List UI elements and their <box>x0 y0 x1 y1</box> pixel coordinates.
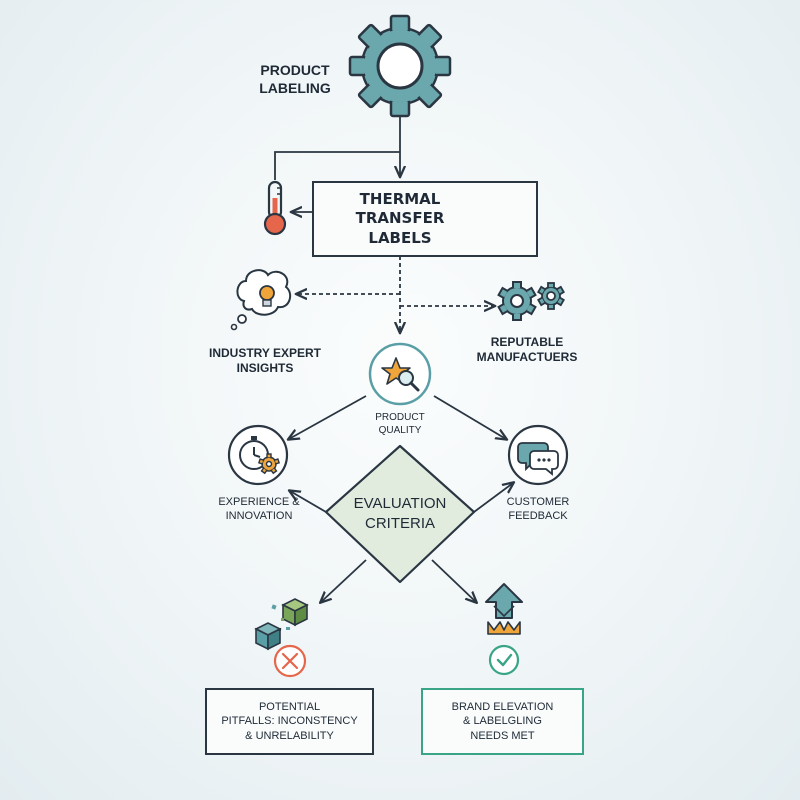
pitfalls-line-2: PITFALLS: INCONSTENCY <box>221 715 358 728</box>
stopwatch-gear-icon <box>227 424 289 486</box>
thermal-transfer-line-1: THERMAL <box>359 189 441 208</box>
thermometer-icon <box>263 180 287 236</box>
experience-line-2: INNOVATION <box>225 509 293 522</box>
reputable-line-2: MANUFACTUERS <box>476 350 578 364</box>
connectors <box>274 115 513 602</box>
broken-cubes-icon <box>254 598 309 651</box>
star-magnifier-icon <box>368 342 432 406</box>
thermal-transfer-label: THERMAL TRANSFER LABELS <box>320 190 480 249</box>
reputable-line-1: REPUTABLE <box>490 335 564 349</box>
arrow-criteria-to-experience <box>290 491 327 513</box>
arrow-branch-to-thermal <box>274 151 400 180</box>
industry-expert-label: INDUSTRY EXPERT INSIGHTS <box>190 346 340 376</box>
product-labeling-label: PRODUCT LABELING <box>232 62 358 97</box>
pitfalls-line-3: & UNRELABILITY <box>245 729 334 742</box>
brand-elevation-label: BRAND ELEVATION & LABELGLING NEEDS MET <box>452 700 554 743</box>
arrow-criteria-to-feedback <box>473 483 513 513</box>
lightbulb-thought-icon <box>230 269 292 331</box>
evaluation-line-2: CRITERIA <box>364 515 435 533</box>
brand-line-3: NEEDS MET <box>470 729 535 742</box>
thermal-transfer-line-2: TRANSFER <box>355 209 445 228</box>
chat-bubbles-icon <box>507 424 569 486</box>
arrow-quality-to-feedback <box>433 395 506 439</box>
brand-line-2: & LABELGLING <box>463 715 542 728</box>
pitfalls-label: POTENTIAL PITFALLS: INCONSTENCY & UNRELA… <box>221 700 357 743</box>
evaluation-line-1: EVALUATION <box>353 495 447 512</box>
customer-feedback-line-1: CUSTOMER <box>506 496 570 508</box>
error-x-icon <box>273 644 307 678</box>
customer-feedback-line-2: FEEDBACK <box>508 509 568 522</box>
pitfalls-line-1: POTENTIAL <box>258 701 321 714</box>
customer-feedback-label: CUSTOMER FEEDBACK <box>488 496 588 524</box>
experience-innovation-label: EXPERIENCE & INNOVATION <box>200 496 318 524</box>
arrow-up-crown-icon <box>485 583 523 635</box>
check-icon <box>488 644 520 676</box>
gear-icon <box>348 14 452 118</box>
thermal-transfer-line-3: LABELS <box>368 228 432 247</box>
brand-elevation-box: BRAND ELEVATION & LABELGLING NEEDS MET <box>421 688 584 755</box>
product-quality-label: PRODUCT QUALITY <box>350 412 450 437</box>
product-quality-line-1: PRODUCT <box>375 412 425 423</box>
arrow-criteria-to-brand <box>431 559 476 602</box>
product-labeling-line-1: PRODUCT <box>260 62 330 78</box>
product-quality-line-2: QUALITY <box>378 424 422 436</box>
experience-line-1: EXPERIENCE & <box>218 496 300 508</box>
pitfalls-box: POTENTIAL PITFALLS: INCONSTENCY & UNRELA… <box>205 688 374 755</box>
thermal-transfer-box: THERMAL TRANSFER LABELS <box>312 181 538 257</box>
industry-expert-line-2: INSIGHTS <box>236 361 294 375</box>
reputable-manufacturers-label: REPUTABLE MANUFACTUERS <box>452 335 602 365</box>
arrow-criteria-to-pitfalls <box>321 559 367 602</box>
evaluation-diamond <box>324 444 476 584</box>
industry-expert-line-1: INDUSTRY EXPERT <box>208 346 322 360</box>
gears-icon <box>497 281 565 321</box>
product-labeling-line-2: LABELING <box>259 79 331 96</box>
evaluation-criteria-label: EVALUATION CRITERIA <box>332 494 468 535</box>
arrow-quality-to-experience <box>289 395 367 439</box>
brand-line-1: BRAND ELEVATION <box>451 701 554 714</box>
